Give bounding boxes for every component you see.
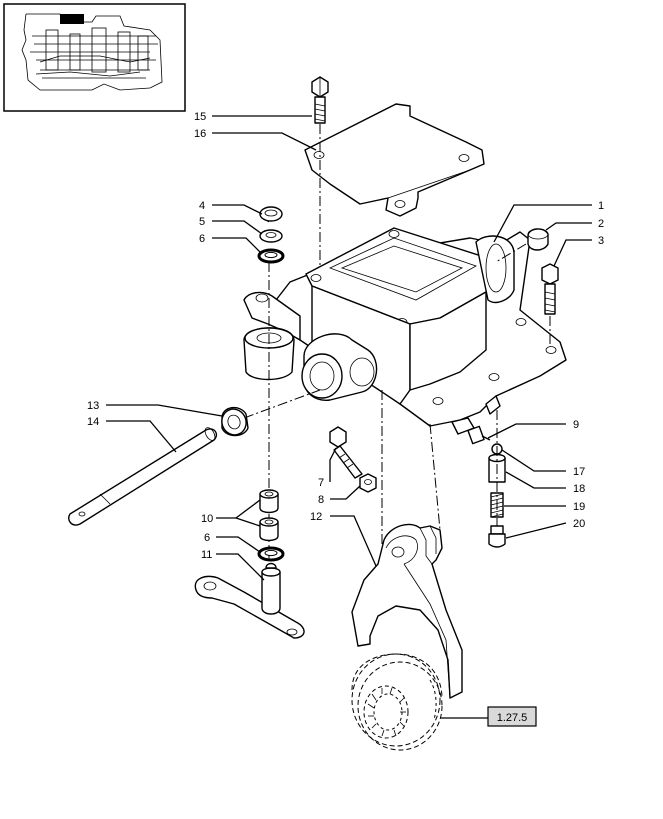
switch-9 <box>451 417 491 445</box>
callout-4: 4 <box>199 200 205 212</box>
snap-ring-4 <box>259 206 283 223</box>
synchronizer-gear <box>351 653 443 751</box>
shaft-14 <box>68 427 218 526</box>
leader-lines <box>106 115 592 719</box>
callout-3: 3 <box>598 235 604 247</box>
reference-box[interactable]: 1.27.5 <box>487 706 537 727</box>
callout-2: 2 <box>598 218 604 230</box>
cap-2 <box>527 228 549 251</box>
bush-10-lower <box>259 517 279 542</box>
callout-8: 8 <box>318 494 324 506</box>
washer-5 <box>259 229 283 243</box>
axis-cap-2 <box>495 243 527 263</box>
callout-7: 7 <box>318 477 324 489</box>
bolt-3 <box>541 263 559 315</box>
callout-20: 20 <box>573 518 585 530</box>
transmission-thumbnail <box>21 13 163 91</box>
callout-6-bottom: 6 <box>204 532 210 544</box>
callout-18: 18 <box>573 483 585 495</box>
callout-14: 14 <box>87 416 99 428</box>
shift-fork-12 <box>351 523 463 699</box>
bolt-15 <box>311 76 329 124</box>
reference-label: 1.27.5 <box>497 712 528 724</box>
callout-9: 9 <box>573 419 579 431</box>
callout-5: 5 <box>199 216 205 228</box>
thumbnail-inset <box>3 3 186 112</box>
selector-housing-1 <box>243 227 567 427</box>
callout-6-top: 6 <box>199 233 205 245</box>
bush-10-upper <box>259 489 279 514</box>
seal-ring-6-bottom <box>257 546 285 562</box>
seal-ring-6-top <box>257 248 285 264</box>
callout-labels: 15 16 4 5 6 1 2 3 9 17 18 19 20 13 14 7 … <box>87 111 604 561</box>
axis-shaft <box>243 389 321 419</box>
callout-11: 11 <box>201 549 212 561</box>
callout-13: 13 <box>87 400 99 412</box>
callout-16: 16 <box>194 128 206 140</box>
bush-13 <box>221 407 249 437</box>
callout-15: 15 <box>194 111 206 123</box>
callout-1: 1 <box>598 200 604 212</box>
lever-11 <box>194 562 305 639</box>
plug-20 <box>488 525 506 548</box>
callout-19: 19 <box>573 501 585 513</box>
cover-plate-16 <box>304 103 485 217</box>
callout-10: 10 <box>201 513 213 525</box>
callout-17: 17 <box>573 466 585 478</box>
bolt-7 <box>329 426 363 479</box>
nut-8 <box>359 473 377 493</box>
axis-fork-2 <box>429 423 441 531</box>
callout-12: 12 <box>310 511 322 523</box>
